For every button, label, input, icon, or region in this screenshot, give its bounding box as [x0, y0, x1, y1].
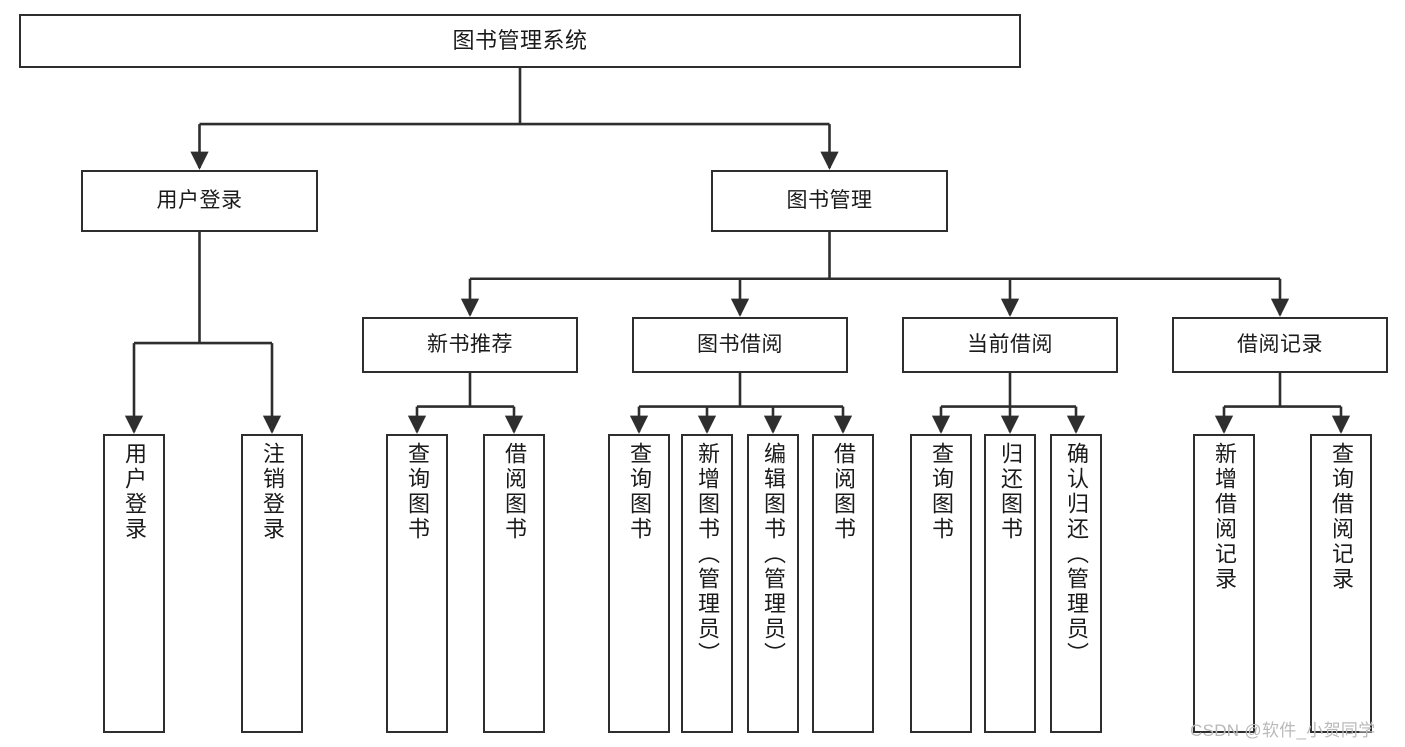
node-leaf-borrow-book-rec[interactable]: 借阅图书: [483, 434, 545, 733]
node-current-borrow[interactable]: 当前借阅: [902, 317, 1118, 373]
node-leaf-user-login-label: 用户登录: [122, 442, 147, 542]
node-leaf-query-book-cur[interactable]: 查询图书: [910, 434, 972, 733]
node-book-manage-label: 图书管理: [786, 188, 873, 212]
node-book-borrow-label: 图书借阅: [697, 332, 783, 356]
node-leaf-borrow-book-rec-label: 借阅图书: [502, 442, 527, 542]
node-leaf-edit-book[interactable]: 编辑图书（管理员）: [747, 434, 799, 733]
node-leaf-add-book-label: 新增图书（管理员）: [695, 442, 720, 667]
node-leaf-query-book-rec-label: 查询图书: [405, 442, 430, 542]
node-user-login-label: 用户登录: [156, 188, 243, 212]
node-leaf-user-logout[interactable]: 注销登录: [241, 434, 303, 733]
node-user-login[interactable]: 用户登录: [81, 170, 318, 232]
node-root-label: 图书管理系统: [452, 28, 588, 54]
node-borrow-record-label: 借阅记录: [1237, 332, 1323, 356]
node-leaf-borrow-book[interactable]: 借阅图书: [812, 434, 874, 733]
node-leaf-user-logout-label: 注销登录: [260, 442, 285, 542]
node-leaf-query-record-label: 查询借阅记录: [1329, 442, 1354, 592]
node-new-book-rec-label: 新书推荐: [427, 332, 513, 356]
node-leaf-edit-book-label: 编辑图书（管理员）: [761, 442, 786, 667]
node-leaf-query-book-cur-label: 查询图书: [929, 442, 954, 542]
node-leaf-return-book[interactable]: 归还图书: [984, 434, 1036, 733]
node-leaf-query-record[interactable]: 查询借阅记录: [1310, 434, 1372, 733]
node-leaf-user-login[interactable]: 用户登录: [103, 434, 165, 733]
node-new-book-rec[interactable]: 新书推荐: [362, 317, 578, 373]
node-current-borrow-label: 当前借阅: [967, 332, 1053, 356]
node-book-manage[interactable]: 图书管理: [711, 170, 948, 232]
node-leaf-return-book-label: 归还图书: [998, 442, 1023, 542]
node-leaf-add-book[interactable]: 新增图书（管理员）: [681, 434, 733, 733]
node-borrow-record[interactable]: 借阅记录: [1172, 317, 1388, 373]
node-leaf-borrow-book-label: 借阅图书: [831, 442, 856, 542]
node-leaf-confirm-return[interactable]: 确认归还（管理员）: [1050, 434, 1102, 733]
node-leaf-add-record[interactable]: 新增借阅记录: [1193, 434, 1255, 733]
node-book-borrow[interactable]: 图书借阅: [632, 317, 848, 373]
watermark: CSDN @软件_小贺同学: [1190, 721, 1376, 740]
node-leaf-confirm-return-label: 确认归还（管理员）: [1064, 442, 1089, 667]
node-root[interactable]: 图书管理系统: [19, 14, 1021, 68]
node-leaf-query-book[interactable]: 查询图书: [608, 434, 670, 733]
node-leaf-add-record-label: 新增借阅记录: [1212, 442, 1237, 592]
node-leaf-query-book-rec[interactable]: 查询图书: [386, 434, 448, 733]
node-leaf-query-book-label: 查询图书: [627, 442, 652, 542]
